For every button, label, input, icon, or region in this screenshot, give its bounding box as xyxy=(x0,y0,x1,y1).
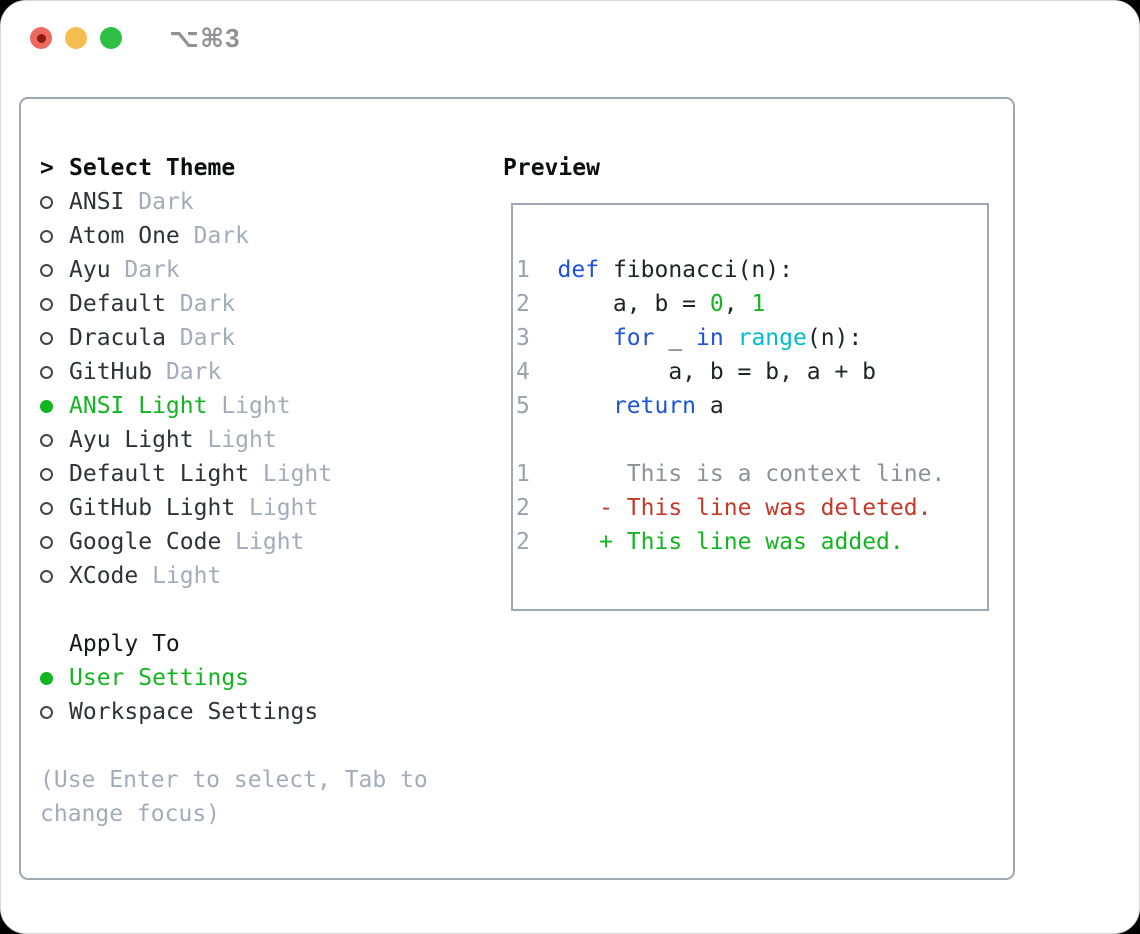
preview-line: 3 for _ in range(n): xyxy=(516,325,863,351)
theme-option-variant: Light xyxy=(207,427,277,453)
theme-list: ANSI Dark Atom One Dark Ayu Dark Default… xyxy=(40,185,428,593)
theme-option-name: Ayu xyxy=(69,257,125,283)
preview-line: 4 a, b = b, a + b xyxy=(516,359,877,385)
apply-to-option[interactable]: Workspace Settings xyxy=(40,695,428,729)
theme-option[interactable]: GitHub Light Light xyxy=(40,491,428,525)
select-theme-title: Select Theme xyxy=(69,155,236,181)
apply-to-option-label: Workspace Settings xyxy=(69,699,319,725)
radio-slot xyxy=(40,705,69,719)
radio-slot xyxy=(40,399,69,413)
theme-option[interactable]: Atom One Dark xyxy=(40,219,428,253)
apply-to-option-label: User Settings xyxy=(69,665,250,691)
theme-option[interactable]: Ayu Dark xyxy=(40,253,428,287)
radio-slot xyxy=(40,535,69,549)
radio-slot xyxy=(40,263,69,277)
theme-select-column: > Select Theme ANSI Dark Atom One Dark A… xyxy=(40,151,428,831)
theme-option-name: Google Code xyxy=(69,529,236,555)
radio-slot xyxy=(40,569,69,583)
titlebar: ⌥⌘3 xyxy=(1,1,1139,75)
radio-slot xyxy=(40,671,69,685)
preview-box: 1 def fibonacci(n): 2 a, b = 0, 1 3 for _ … xyxy=(511,203,989,611)
theme-option[interactable]: Default Dark xyxy=(40,287,428,321)
theme-option-name: GitHub Light xyxy=(69,495,250,521)
theme-option-variant: Light xyxy=(221,393,291,419)
preview-line: 2 a, b = 0, 1 xyxy=(516,291,766,317)
theme-option-name: Default xyxy=(69,291,180,317)
radio-icon xyxy=(40,705,53,719)
theme-option[interactable]: Default Light Light xyxy=(40,457,428,491)
radio-icon xyxy=(40,433,53,447)
theme-option-variant: Dark xyxy=(124,257,180,283)
radio-icon xyxy=(40,535,53,549)
theme-option-name: XCode xyxy=(69,563,153,589)
zoom-button[interactable] xyxy=(100,27,122,49)
preview-line: 5 return a xyxy=(516,393,724,419)
radio-slot xyxy=(40,433,69,447)
radio-icon xyxy=(40,331,53,345)
theme-option-variant: Dark xyxy=(165,359,222,385)
radio-slot xyxy=(40,467,69,481)
minimize-button[interactable] xyxy=(65,27,87,49)
theme-option-name: Default Light xyxy=(69,461,263,487)
radio-icon xyxy=(40,263,53,277)
preview-line xyxy=(516,423,987,457)
theme-option[interactable]: Dracula Dark xyxy=(40,321,428,355)
theme-option-name: ANSI xyxy=(69,189,139,215)
radio-slot xyxy=(40,195,69,209)
theme-option[interactable]: Google Code Light xyxy=(40,525,428,559)
preview-line: 1 def fibonacci(n): xyxy=(516,257,793,283)
theme-picker-panel: > Select Theme ANSI Dark Atom One Dark A… xyxy=(19,97,1015,880)
radio-icon xyxy=(40,229,53,243)
theme-option-variant: Dark xyxy=(193,223,250,249)
theme-option-name: ANSI Light xyxy=(69,393,222,419)
theme-option-name: Atom One xyxy=(69,223,194,249)
radio-icon xyxy=(40,399,53,413)
close-dot-icon xyxy=(36,33,46,43)
theme-option[interactable]: XCode Light xyxy=(40,559,428,593)
theme-option[interactable]: ANSI Dark xyxy=(40,185,428,219)
theme-option-variant: Light xyxy=(152,563,222,589)
theme-option-variant: Light xyxy=(235,529,305,555)
preview-line: 2 + This line was added. xyxy=(516,529,904,555)
window-shortcut-label: ⌥⌘3 xyxy=(169,23,241,53)
radio-icon xyxy=(40,671,53,685)
theme-option-name: GitHub xyxy=(69,359,166,385)
theme-option-variant: Dark xyxy=(179,325,236,351)
theme-option[interactable]: GitHub Dark xyxy=(40,355,428,389)
theme-option-variant: Light xyxy=(262,461,333,487)
select-theme-header: > Select Theme xyxy=(40,151,428,185)
radio-slot xyxy=(40,297,69,311)
radio-slot xyxy=(40,365,69,379)
radio-icon xyxy=(40,297,53,311)
radio-icon xyxy=(40,365,53,379)
preview-line: 2 - This line was deleted. xyxy=(516,495,932,521)
theme-option-name: Ayu Light xyxy=(69,427,208,453)
radio-icon xyxy=(40,195,53,209)
theme-option-variant: Dark xyxy=(179,291,236,317)
preview-line: 1 This is a context line. xyxy=(516,461,946,487)
radio-icon xyxy=(40,501,53,515)
close-button[interactable] xyxy=(30,27,52,49)
radio-icon xyxy=(40,569,53,583)
apply-to-option[interactable]: User Settings xyxy=(40,661,428,695)
theme-option[interactable]: Ayu Light Light xyxy=(40,423,428,457)
prompt-caret: > xyxy=(40,155,54,181)
apply-to-list: User Settings Workspace Settings xyxy=(40,661,428,729)
radio-slot xyxy=(40,331,69,345)
radio-slot xyxy=(40,501,69,515)
radio-slot xyxy=(40,229,69,243)
theme-option-variant: Light xyxy=(249,495,319,521)
radio-icon xyxy=(40,467,53,481)
theme-option[interactable]: ANSI Light Light xyxy=(40,389,428,423)
theme-option-variant: Dark xyxy=(138,189,194,215)
theme-option-name: Dracula xyxy=(69,325,180,351)
apply-to-title: Apply To xyxy=(69,631,180,657)
preview-title: Preview xyxy=(503,155,600,181)
